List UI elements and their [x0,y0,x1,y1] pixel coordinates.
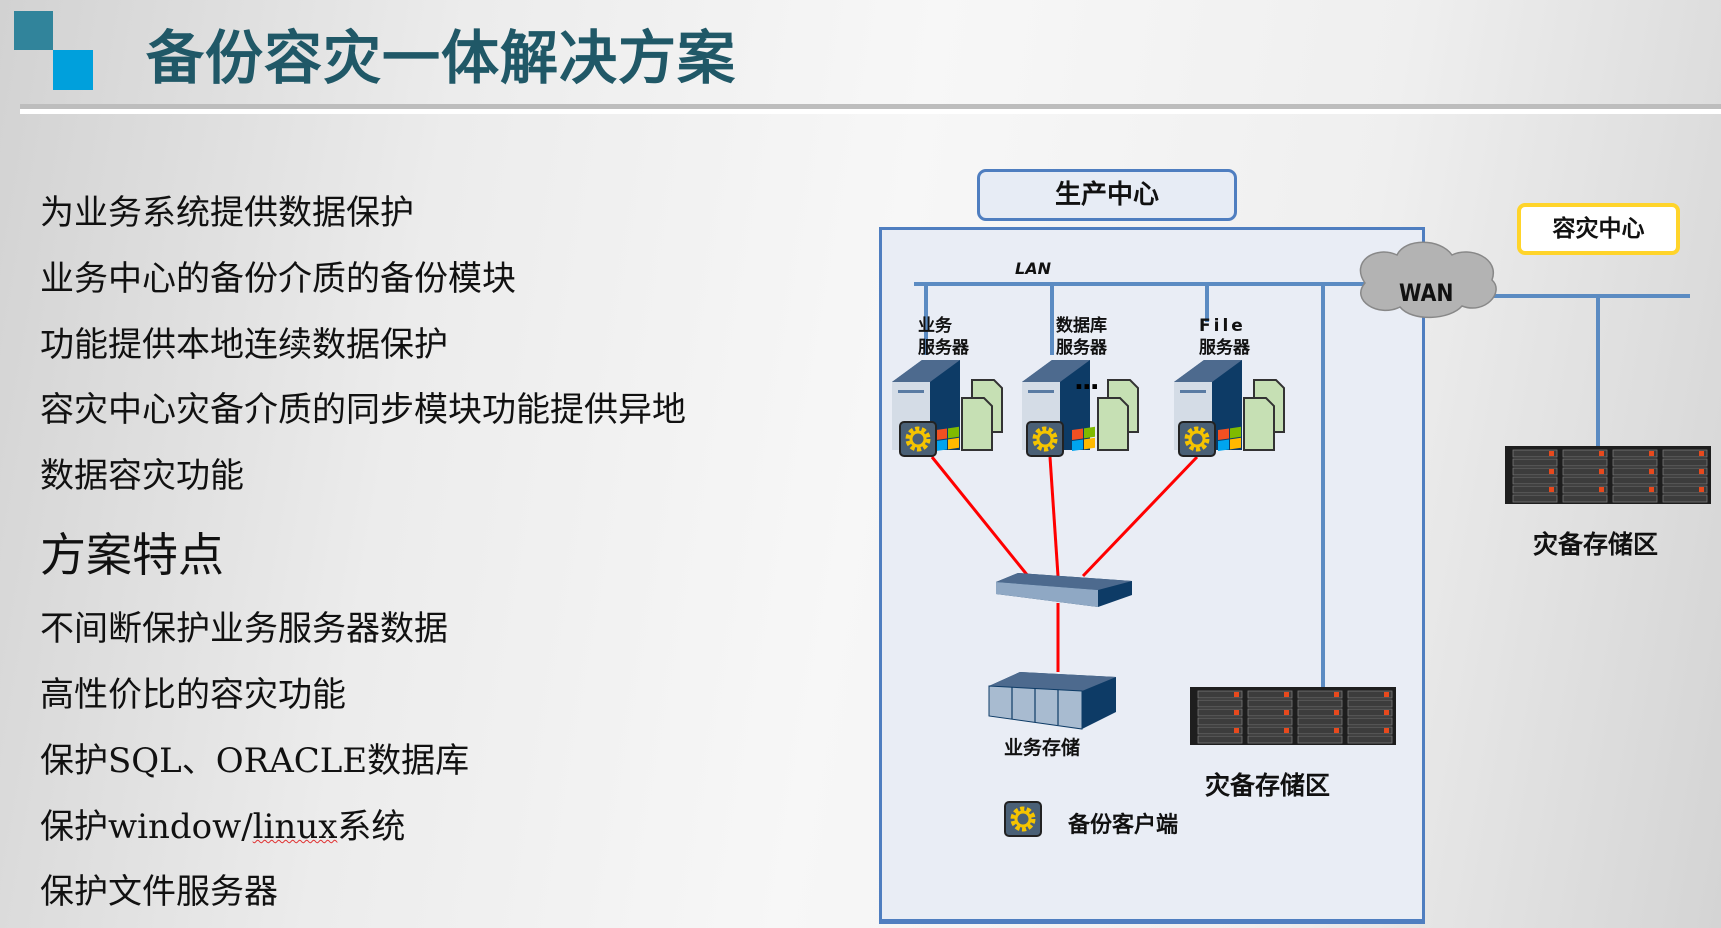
san-links [930,455,1199,672]
server-3[interactable] [1174,360,1285,456]
local-dr-storage-label: 灾备存储区 [1205,771,1331,800]
logo-square-light [53,50,93,90]
more-servers-ellipsis: ... [1074,366,1100,396]
dr-center-label: 容灾中心 [1517,203,1680,255]
feature-line-4: 保护window/linux系统 [40,805,405,849]
legend-backup-client-icon [1005,802,1041,836]
production-center-label: 生产中心 [977,169,1237,221]
page-title: 备份容灾一体解决方案 [146,24,737,92]
feature-line-5: 保护文件服务器 [40,872,278,912]
feature-line-1: 不间断保护业务服务器数据 [40,609,448,649]
legend-backup-client-label: 备份客户端 [1068,813,1179,838]
server-2-label-line2: 服务器 [1056,338,1107,358]
intro-line-3: 功能提供本地连续数据保护 [40,325,448,365]
features-heading: 方案特点 [40,528,224,582]
san-link-3 [1081,455,1199,578]
server-1[interactable] [892,360,1003,456]
production-center-box [879,227,1425,924]
data-files-icon [961,379,1003,451]
remote-dr-storage-rack-icon [1504,445,1712,505]
feature-line-3: 保护SQL、ORACLE数据库 [40,741,470,781]
header-divider [20,104,1721,109]
server-2-label-line1: 数据库 [1056,316,1107,336]
data-files-icon [1243,379,1285,451]
header-divider-highlight [20,109,1721,114]
san-link-2 [1048,456,1060,577]
feature-line-2: 高性价比的容灾功能 [40,675,346,715]
backup-client-icon [900,422,936,456]
business-storage-icon [988,672,1116,730]
wan-label: WAN [1399,279,1454,307]
intro-line-4: 容灾中心灾备介质的同步模块功能提供异地 [40,390,686,430]
server-1-label-line2: 服务器 [918,338,969,358]
remote-dr-storage-label: 灾备存储区 [1533,530,1659,559]
lan-lines [914,282,1690,688]
server-1-label-line1: 业务 [918,316,952,336]
lan-label: LAN [1015,259,1051,278]
server-3-label-line2: 服务器 [1199,338,1250,358]
feature-line-4-suffix: 系统 [337,807,406,847]
san-switch-icon [996,573,1132,607]
server-3-label-line1: File [1199,316,1246,336]
business-storage-label: 业务存储 [1004,737,1081,759]
intro-line-1: 为业务系统提供数据保护 [40,193,414,233]
intro-line-2: 业务中心的备份介质的备份模块 [40,259,516,299]
feature-line-4-prefix: 保护window/ [40,807,253,847]
intro-line-5: 数据容灾功能 [40,456,244,496]
data-files-icon [1097,379,1139,451]
san-link-1 [930,456,1030,577]
backup-client-icon [1027,422,1063,456]
backup-client-icon [1179,422,1215,456]
spellcheck-word: linux [252,807,338,847]
local-dr-storage-rack-icon [1189,686,1397,746]
logo-square-dark [14,11,53,50]
wan-cloud-icon [1359,241,1497,319]
